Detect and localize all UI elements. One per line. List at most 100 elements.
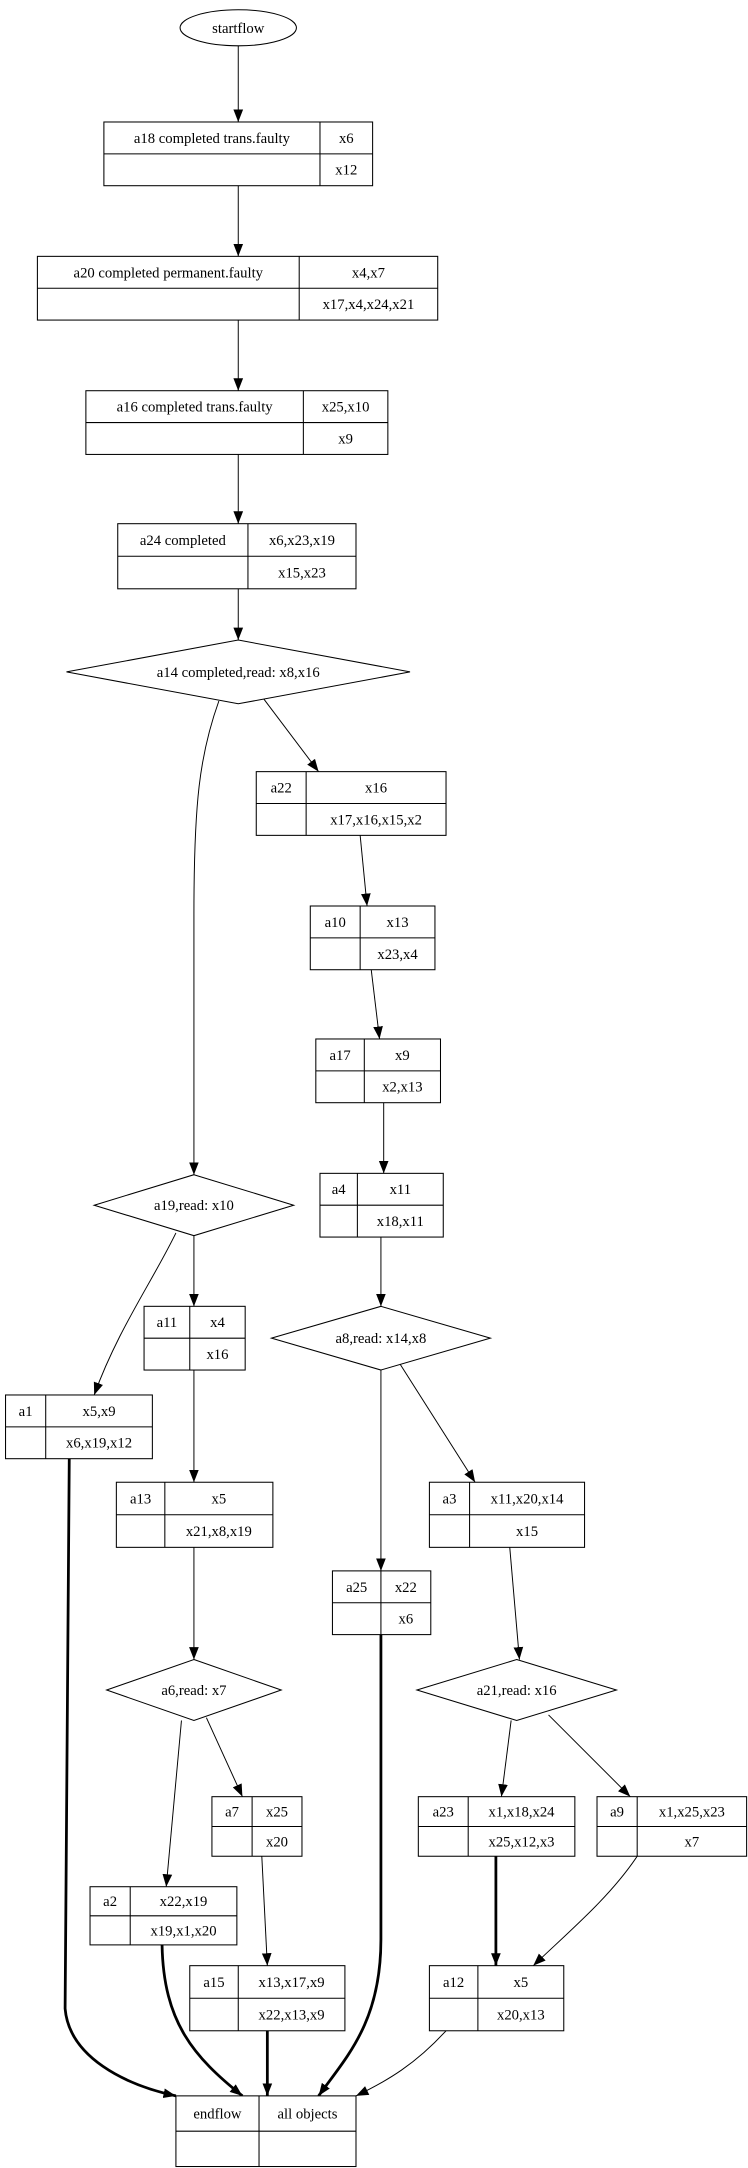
node-top-value: x4,x7 [352,265,385,281]
edge-a3-to-a21 [509,1547,524,1660]
node-bottom-value: x23,x4 [377,947,418,963]
node-bottom-value: x20,x13 [497,2007,545,2023]
node-name: a20 completed permanent.faulty [74,265,264,281]
decision-label: a8,read: x14,x8 [335,1331,426,1347]
edge-a7-to-a15 [261,1856,272,1966]
edge-a12-to-end [355,2030,447,2097]
decision-label: a6,read: x7 [161,1683,226,1699]
edge-a21-to-a23 [498,1720,512,1797]
decision-diamond [66,639,411,705]
node-name: a13 [130,1492,151,1508]
edge-a6-to-a2 [162,1720,182,1887]
node-name: a25 [346,1580,367,1596]
node-bottom-value: x7 [685,1834,700,1850]
record-node-a12: a12 x5 x20,x13 [428,1965,565,2032]
decision-node-a19: a19,read: x10 [92,1174,296,1237]
record-node-a22: a22 x16 x17,x16,x15,x2 [255,771,447,836]
edge-a6-to-a7 [205,1717,243,1797]
node-top-value: x11,x20,x14 [491,1492,564,1508]
node-bottom-value: x20 [266,1834,288,1850]
edges [63,45,638,2098]
node-startflow: startflow [179,9,297,47]
decision-node-a6: a6,read: x7 [105,1658,283,1722]
node-top-value: all objects [278,2107,338,2123]
node-bottom-value: x12 [335,163,357,179]
edge-a1-to-end [63,1458,177,2098]
node-bottom-value: x17,x16,x15,x2 [330,812,422,828]
node-name: a12 [443,1975,464,1991]
node-name: endflow [193,2107,241,2123]
decision-diamond [269,1305,493,1371]
decision-diamond [105,1658,283,1722]
decision-label: a21,read: x16 [477,1683,557,1699]
edge-a10-to-a17 [370,969,383,1040]
node-name: a23 [433,1805,454,1821]
edge-a19-to-a1 [93,1232,177,1396]
node-name: a2 [103,1894,117,1910]
node-bottom-value: x15,x23 [278,566,326,582]
node-top-value: x9 [395,1048,410,1064]
node-name: a15 [203,1975,224,1991]
edge-a14-to-a22 [262,697,319,772]
node-top-value: x1,x18,x24 [489,1805,556,1821]
node-name: a3 [443,1492,457,1508]
edge-a14-to-a19 [189,700,220,1175]
node-top-value: x25,x10 [322,400,370,416]
edge-a8-to-a3 [399,1364,476,1483]
record-node-a15: a15 x13,x17,x9 x22,x13,x9 [189,1965,346,2032]
record-node-a20: a20 completed permanent.faulty x4,x7 x17,x… [36,255,439,321]
node-bottom-value: x22,x13,x9 [259,2007,325,2023]
decision-node-a14: a14 completed,read: x8,x16 [66,639,411,705]
node-top-value: x16 [365,781,387,797]
start-label: startflow [212,21,265,37]
decision-label: a14 completed,read: x8,x16 [157,665,320,681]
node-bottom-value: x16 [206,1347,228,1363]
node-top-value: x13 [387,915,409,931]
edge-a2-to-end [160,1944,244,2097]
decision-label: a19,read: x10 [154,1198,234,1214]
node-name: a10 [325,915,346,931]
record-node-a2: a2 x22,x19 x19,x1,x20 [89,1886,238,1946]
decision-diamond [92,1174,296,1237]
node-bottom-value: x9 [338,431,353,447]
record-node-a13: a13 x5 x21,x8,x19 [115,1481,274,1548]
node-name: a7 [225,1805,239,1821]
decision-diamond [415,1659,619,1722]
node-top-value: x1,x25,x23 [659,1805,725,1821]
node-top-value: x22 [395,1580,417,1596]
node-top-value: x5 [513,1975,528,1991]
node-bottom-value: x25,x12,x3 [489,1834,555,1850]
node-top-value: x5 [212,1492,227,1508]
node-bottom-value: x6 [399,1612,414,1628]
node-top-value: x6,x23,x19 [269,533,335,549]
node-name: a17 [329,1048,350,1064]
node-name: a1 [19,1404,33,1420]
record-node-a10: a10 x13 x23,x4 [309,905,436,971]
record-node-end: endflow all objects [175,2095,357,2168]
node-bottom-value: x17,x4,x24,x21 [323,297,415,313]
node-bottom-value: x19,x1,x20 [151,1923,217,1939]
record-node-a7: a7 x25 x20 [211,1796,303,1857]
edge-a25-to-end [317,1634,383,2097]
node-bottom-value: x21,x8,x19 [186,1524,252,1540]
node-bottom-value: x18,x11 [377,1214,424,1230]
edge-a9-to-a12 [532,1855,638,1967]
node-name: a4 [332,1182,347,1198]
node-top-value: x13,x17,x9 [259,1975,325,1991]
node-name: a22 [271,781,292,797]
edge-a22-to-a10 [359,835,371,907]
node-top-value: x25 [266,1805,288,1821]
record-node-a23: a23 x1,x18,x24 x25,x12,x3 [417,1796,576,1857]
start-ellipse [179,9,297,47]
node-top-value: x22,x19 [160,1894,208,1910]
node-name: a18 completed trans.faulty [134,131,291,147]
